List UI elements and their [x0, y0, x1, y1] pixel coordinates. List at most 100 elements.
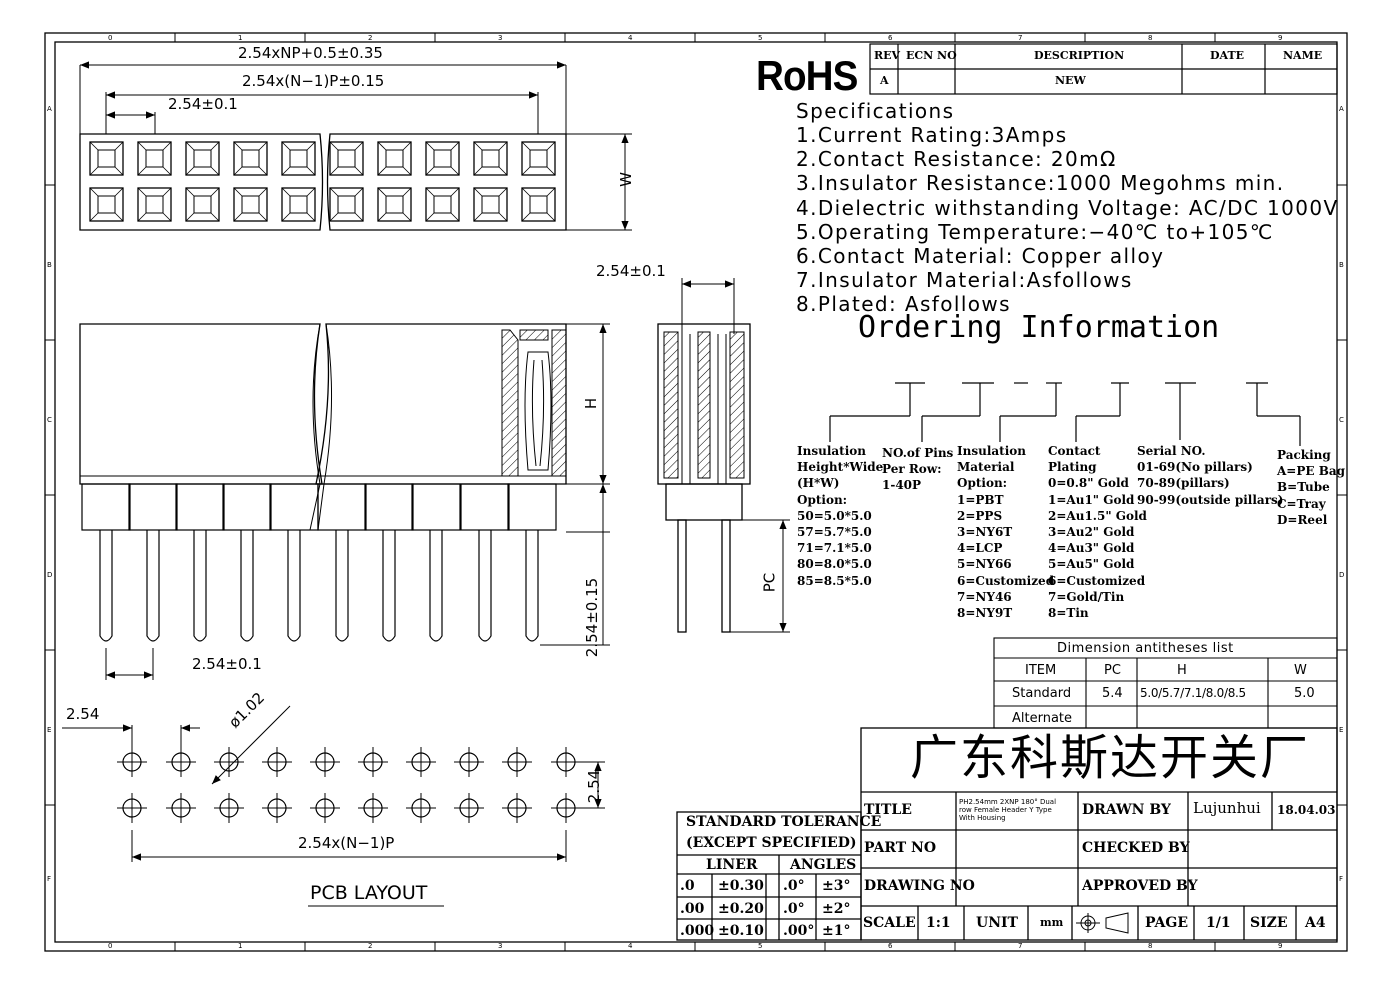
ordering-contact-plating-line-10: 8=Tin [1048, 606, 1089, 620]
grid-col-top-9: 9 [1278, 34, 1283, 42]
page-label: PAGE [1145, 915, 1188, 931]
tol-row-2-col-2: .00° [783, 923, 815, 939]
ordering-serial-no-line-3: 90-99(outside pillars) [1137, 492, 1284, 507]
size-label: SIZE [1250, 915, 1288, 931]
size-value: A4 [1305, 915, 1326, 931]
grid-col-top-3: 3 [498, 34, 503, 42]
grid-row-right-D: D [1339, 571, 1345, 579]
rev-header-2: DESCRIPTION [1034, 49, 1125, 62]
ordering-insulation-height-line-2: (H*W) [797, 476, 840, 491]
ordering-pins-per-row-line-1: Per Row: [882, 462, 942, 477]
ordering-insulation-material-line-2: Option: [957, 476, 1008, 491]
dl-row-0-col-0: Standard [1012, 686, 1072, 701]
grid-col-bottom-8: 8 [1148, 942, 1153, 950]
ordering-insulation-material-line-1: Material [957, 460, 1015, 475]
ordering-contact-plating-line-3: 1=Au1" Gold [1048, 492, 1135, 507]
tolerance-angles: ANGLES [790, 857, 857, 873]
dim-height: H [582, 397, 601, 410]
spec-item-8: 8.Plated: Asfollows [796, 292, 1011, 317]
ordering-contact-plating-line-2: 0=0.8" Gold [1048, 476, 1129, 491]
rev-header-1: ECN NO [906, 49, 957, 62]
dl-row-0-col-3: 5.0 [1294, 686, 1315, 701]
scale-label: SCALE [863, 915, 916, 931]
ordering-packing-line-3: C=Tray [1277, 496, 1326, 511]
tol-row-1-col-0: .00 [680, 900, 705, 917]
revision-table [869, 43, 1338, 95]
checked-by-label: CHECKED BY [1082, 840, 1190, 856]
drawn-date: 18.04.03 [1277, 803, 1336, 817]
dim-overall-length: 2.54xNP+0.5±0.35 [238, 44, 383, 62]
tol-row-0-col-2: .0° [783, 878, 805, 894]
approved-by-label: APPROVED BY [1082, 878, 1198, 894]
ordering-insulation-height-line-3: Option: [797, 492, 848, 507]
grid-row-right-A: A [1339, 105, 1344, 113]
title-line-1: PH2.54mm 2XNP 180° Dual [959, 798, 1057, 806]
tol-row-1-col-2: .0° [783, 900, 805, 917]
ordering-insulation-material-line-7: 5=NY66 [957, 557, 1012, 572]
grid-col-top-4: 4 [628, 34, 633, 42]
ordering-packing-line-0: Packing [1277, 448, 1331, 462]
grid-row-left-E: E [47, 726, 52, 734]
ordering-insulation-material-line-5: 3=NY6T [957, 525, 1013, 539]
unit-label: UNIT [976, 915, 1018, 931]
dl-row-0-col-2: 5.0/5.7/7.1/8.0/8.5 [1140, 686, 1246, 700]
dim-pin-span: 2.54x(N−1)P±0.15 [242, 72, 385, 90]
ordering-packing-line-1: A=PE Bag [1277, 464, 1346, 479]
drawing-frame [44, 32, 1348, 952]
top-view [79, 61, 632, 231]
ordering-pins-per-row-line-0: NO.of Pins [882, 446, 954, 460]
ordering-insulation-height-line-0: Insulation [797, 444, 866, 458]
spec-item-1: 1.Current Rating:3Amps [796, 123, 1068, 147]
dim-pcb-pitch: 2.54 [66, 705, 100, 723]
spec-item-6: 6.Contact Material: Copper alloy [796, 244, 1165, 268]
drawn-by-label: DRAWN BY [1082, 802, 1171, 818]
grid-col-top-0: 0 [108, 34, 113, 42]
ordering-contact-plating-line-5: 3=Au2" Gold [1048, 525, 1135, 539]
ordering-insulation-material-line-4: 2=PPS [957, 508, 1003, 523]
specifications-title: Specifications [796, 99, 955, 123]
ordering-insulation-height-line-5: 57=5.7*5.0 [797, 525, 872, 539]
dl-header-w: W [1294, 663, 1307, 678]
ordering-serial-no-line-1: 01-69(No pillars) [1137, 460, 1253, 475]
grid-row-left-C: C [47, 416, 52, 424]
grid-row-left-D: D [47, 571, 53, 579]
scale-value: 1:1 [926, 915, 951, 931]
grid-col-top-1: 1 [238, 34, 243, 42]
title-line-3: With Housing [959, 814, 1006, 822]
rohs-mark: RoHS [756, 52, 858, 99]
tol-row-0-col-3: ±3° [822, 878, 851, 894]
ordering-insulation-material-line-10: 8=NY9T [957, 606, 1013, 620]
tol-row-0-col-0: .0 [680, 878, 695, 894]
ordering-insulation-material-line-0: Insulation [957, 444, 1026, 458]
ordering-packing-line-2: B=Tube [1277, 480, 1330, 495]
dimension-list-title: Dimension antitheses list [1057, 641, 1234, 656]
grid-col-top-8: 8 [1148, 34, 1153, 42]
pcb-layout-label: PCB LAYOUT [310, 882, 428, 904]
dim-side-pitch: 2.54±0.1 [596, 262, 666, 280]
ordering-pins-per-row-line-2: 1-40P [882, 478, 922, 493]
part-no-label: PART NO [864, 840, 937, 856]
ordering-contact-plating-line-0: Contact [1048, 444, 1101, 458]
rev-header-3: DATE [1210, 49, 1245, 62]
rev-row-rev: A [880, 74, 889, 87]
grid-col-bottom-9: 9 [1278, 942, 1283, 950]
ordering-contact-plating-line-4: 2=Au1.5" Gold [1048, 508, 1147, 523]
grid-col-bottom-2: 2 [368, 942, 373, 950]
tol-row-2-col-0: .000 [680, 923, 715, 939]
grid-col-bottom-4: 4 [628, 942, 633, 950]
ordering-insulation-height-line-4: 50=5.0*5.0 [797, 508, 872, 523]
grid-row-right-B: B [1339, 261, 1344, 269]
spec-item-7: 7.Insulator Material:Asfollows [796, 268, 1133, 293]
ordering-insulation-material-line-8: 6=Customized [957, 573, 1055, 588]
drawn-by-value: Lujunhui [1193, 799, 1261, 817]
ordering-insulation-height-line-8: 85=8.5*5.0 [797, 573, 872, 588]
ordering-serial-no-line-2: 70-89(pillars) [1137, 476, 1230, 491]
grid-col-top-6: 6 [888, 34, 893, 42]
tolerance-title-1: STANDARD TOLERANCE [686, 814, 882, 830]
ordering-insulation-height-line-7: 80=8.0*5.0 [797, 557, 872, 572]
company-name: 广东科斯达开关厂 [910, 730, 1311, 786]
ordering-insulation-height-line-1: Height*Wide [797, 460, 884, 475]
spec-item-2: 2.Contact Resistance: 20mΩ [796, 147, 1117, 172]
rev-row-description: NEW [1055, 74, 1086, 87]
